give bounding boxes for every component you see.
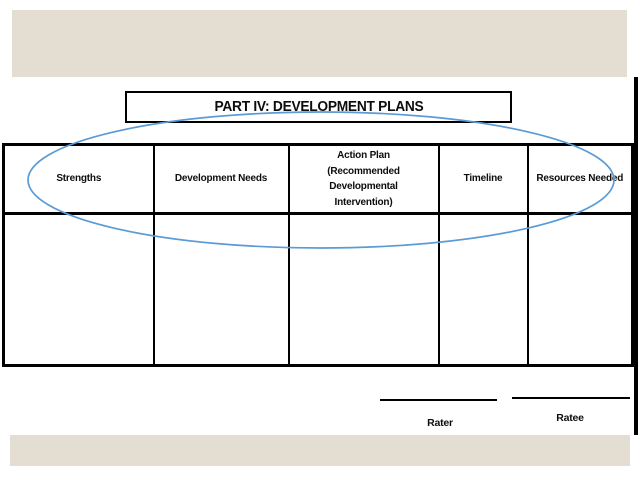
table-cell-timeline (437, 212, 529, 367)
slide-title: PART IV: DEVELOPMENT PLANS (214, 99, 423, 115)
bottom-decorative-band (10, 435, 630, 466)
table-cell-action-plan (287, 212, 440, 367)
rater-label: Rater (427, 417, 453, 429)
rater-signature-line (380, 399, 497, 401)
column-header-strengths: Strengths (2, 143, 155, 215)
table-row (2, 212, 634, 367)
right-edge-bar (634, 77, 638, 435)
slide-title-box: PART IV: DEVELOPMENT PLANS (125, 91, 512, 123)
column-header-timeline: Timeline (437, 143, 529, 215)
column-header-resources-needed: Resources Needed (526, 143, 634, 215)
ratee-label: Ratee (556, 412, 584, 424)
column-header-development-needs: Development Needs (152, 143, 290, 215)
table-cell-strengths (2, 212, 155, 367)
table-header-row: Strengths Development Needs Action Plan … (2, 143, 634, 215)
column-header-action-plan: Action Plan (Recommended Developmental I… (287, 143, 440, 215)
development-plans-table: Strengths Development Needs Action Plan … (2, 143, 634, 367)
table-cell-resources-needed (526, 212, 634, 367)
table-cell-development-needs (152, 212, 290, 367)
ratee-signature-line (512, 397, 630, 399)
top-decorative-band (12, 10, 627, 77)
